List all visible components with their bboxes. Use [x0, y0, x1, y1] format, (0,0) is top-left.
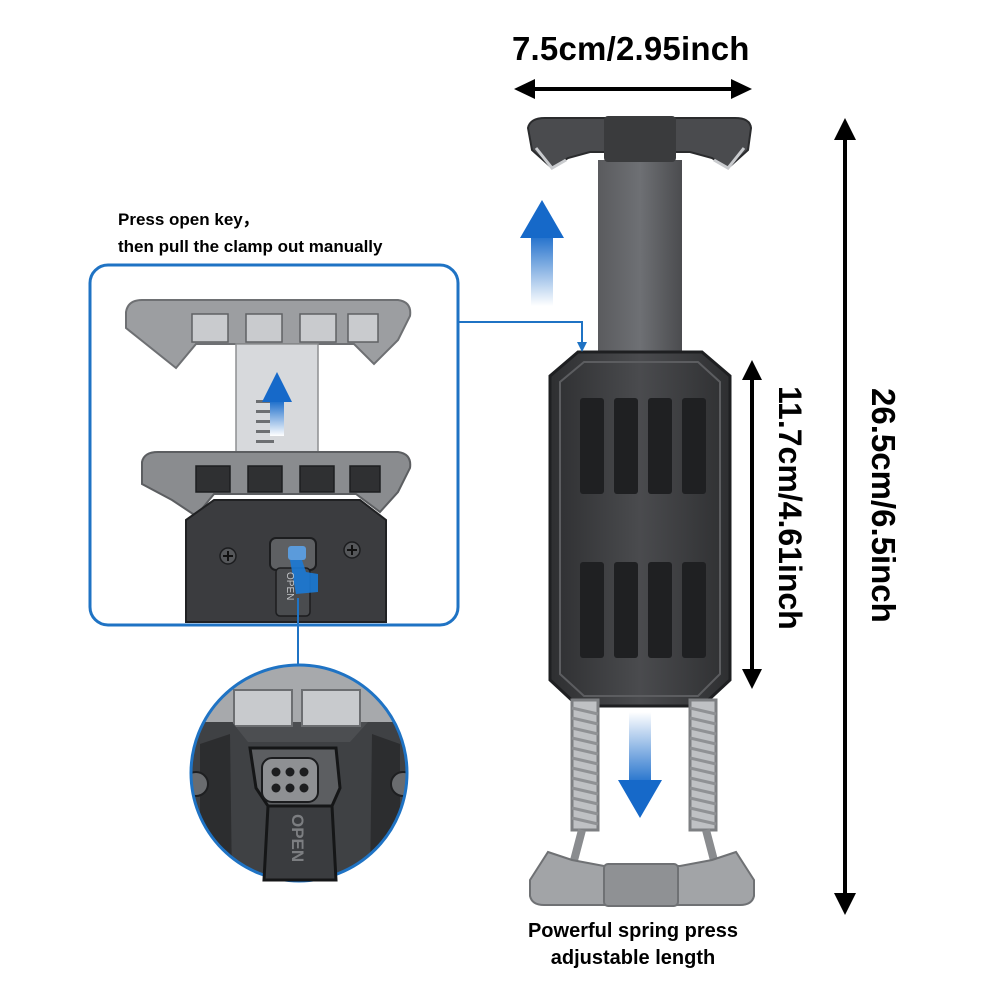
top-width-label: 7.5cm/2.95inch: [512, 30, 750, 67]
pad-height-label: 11.7cm/4.61inch: [772, 386, 808, 630]
clamp-rail: [598, 160, 682, 360]
zoom-circle: OPEN: [189, 663, 409, 883]
top-jaw: [526, 116, 753, 170]
callout-open-text: OPEN: [284, 572, 295, 600]
callout-up-arrow-icon: [262, 372, 292, 436]
back-pad: [548, 350, 732, 708]
up-arrow-icon: [520, 200, 564, 306]
callout-connector: [458, 321, 583, 346]
total-height-label: 26.5cm/6.5inch: [865, 388, 902, 623]
callout-line-1: Press open key，: [118, 210, 260, 229]
spring-caption: Powerful spring press adjustable length: [505, 918, 761, 972]
callout-instructions: Press open key， then pull the clamp out …: [118, 206, 382, 260]
callout-line-2: then pull the clamp out manually: [118, 237, 383, 256]
total-height-arrow: [834, 118, 856, 915]
hand-press-icon: [288, 546, 318, 594]
pad-height-arrow: [742, 360, 762, 689]
springs: [568, 698, 720, 870]
main-clamp: [526, 116, 755, 907]
spring-caption-line-2: adjustable length: [550, 947, 716, 969]
open-key-icon: [248, 746, 342, 882]
top-width-arrow: [514, 79, 752, 99]
spring-caption-line-1: Powerful spring press: [527, 920, 739, 942]
callout-box: OPEN: [88, 263, 460, 627]
zoom-open-text: OPEN: [288, 814, 307, 862]
bottom-jaw: [529, 850, 755, 907]
down-arrow-icon: [618, 712, 662, 818]
